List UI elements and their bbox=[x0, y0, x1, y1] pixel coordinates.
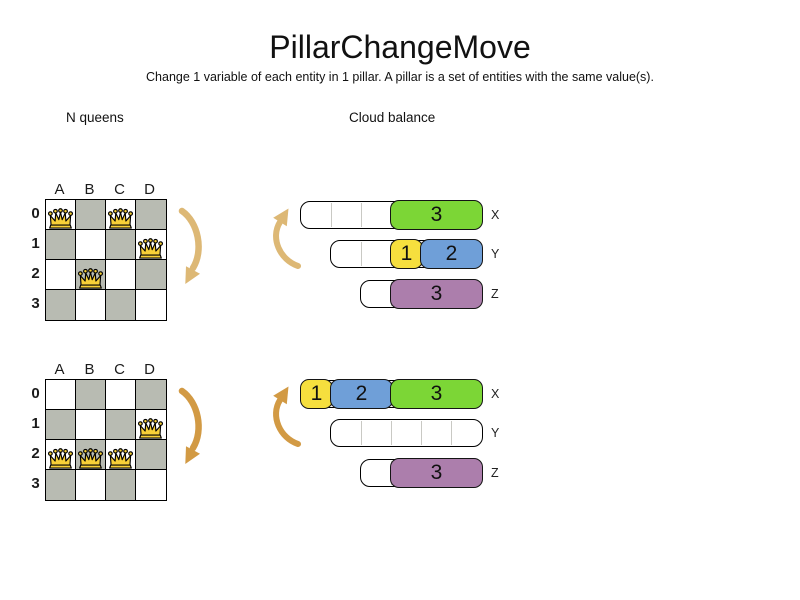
chessboard-grid bbox=[45, 199, 167, 321]
board-cell-A0 bbox=[46, 380, 76, 410]
board-cell-B2 bbox=[76, 260, 106, 290]
cloud-move-arrow-icon bbox=[273, 386, 301, 447]
board-row-header: 1 bbox=[31, 235, 40, 252]
board-cell-B1 bbox=[76, 410, 106, 440]
board-cell-A0 bbox=[46, 200, 76, 230]
slot-divider bbox=[361, 203, 362, 227]
slot-divider bbox=[391, 421, 392, 445]
board-cell-C2 bbox=[106, 260, 136, 290]
board-cell-A1 bbox=[46, 230, 76, 260]
board-cell-A3 bbox=[46, 470, 76, 500]
board-row-header: 0 bbox=[31, 205, 40, 222]
slot-divider bbox=[421, 421, 422, 445]
board-cell-B3 bbox=[76, 470, 106, 500]
board-cell-C1 bbox=[106, 410, 136, 440]
process-block-2: 2 bbox=[420, 239, 483, 269]
board-column-header: B bbox=[84, 181, 96, 198]
computer-label-Z: Z bbox=[491, 466, 499, 480]
computer-label-Y: Y bbox=[491, 247, 500, 261]
computer-label-Y: Y bbox=[491, 426, 500, 440]
board-cell-D3 bbox=[136, 470, 166, 500]
board-row-header: 3 bbox=[31, 295, 40, 312]
board-row-header: 1 bbox=[31, 415, 40, 432]
board-cell-D3 bbox=[136, 290, 166, 320]
process-block-3: 3 bbox=[390, 279, 483, 309]
section-label-cloud-balance: Cloud balance bbox=[349, 110, 436, 125]
board-row-header: 0 bbox=[31, 385, 40, 402]
board-move-arrow-icon bbox=[178, 207, 202, 284]
process-block-3: 3 bbox=[390, 458, 483, 488]
board-cell-D1 bbox=[136, 230, 166, 260]
nqueens-board-after: A B C D 0 1 2 3 bbox=[28, 361, 168, 501]
board-cell-D1 bbox=[136, 410, 166, 440]
board-row-header: 2 bbox=[31, 265, 40, 282]
board-cell-D2 bbox=[136, 260, 166, 290]
board-column-header: D bbox=[144, 361, 156, 378]
board-cell-B0 bbox=[76, 200, 106, 230]
board-cell-C0 bbox=[106, 380, 136, 410]
board-move-arrow-icon bbox=[178, 387, 202, 464]
slot-divider bbox=[451, 421, 452, 445]
board-cell-C3 bbox=[106, 470, 136, 500]
cloud-move-arrow-icon bbox=[273, 208, 301, 269]
board-column-header: D bbox=[144, 181, 156, 198]
computer-label-X: X bbox=[491, 387, 500, 401]
board-row-header: 2 bbox=[31, 445, 40, 462]
process-block-3: 3 bbox=[390, 379, 483, 409]
board-cell-A2 bbox=[46, 440, 76, 470]
board-cell-A1 bbox=[46, 410, 76, 440]
board-cell-C2 bbox=[106, 440, 136, 470]
board-column-header: A bbox=[54, 181, 66, 198]
computer-bar-Y bbox=[330, 419, 483, 447]
board-cell-D0 bbox=[136, 380, 166, 410]
board-cell-D2 bbox=[136, 440, 166, 470]
process-block-3: 3 bbox=[390, 200, 483, 230]
board-cell-A2 bbox=[46, 260, 76, 290]
computer-label-X: X bbox=[491, 208, 500, 222]
board-cell-B3 bbox=[76, 290, 106, 320]
slot-divider bbox=[361, 421, 362, 445]
process-block-1: 1 bbox=[390, 239, 423, 269]
board-column-header: C bbox=[114, 181, 126, 198]
board-cell-C1 bbox=[106, 230, 136, 260]
page-subtitle: Change 1 variable of each entity in 1 pi… bbox=[146, 70, 654, 84]
slot-divider bbox=[331, 203, 332, 227]
board-cell-C3 bbox=[106, 290, 136, 320]
section-label-nqueens: N queens bbox=[66, 110, 124, 125]
board-cell-C0 bbox=[106, 200, 136, 230]
board-column-header: A bbox=[54, 361, 66, 378]
board-cell-B1 bbox=[76, 230, 106, 260]
process-block-2: 2 bbox=[330, 379, 393, 409]
chessboard-grid bbox=[45, 379, 167, 501]
board-column-header: C bbox=[114, 361, 126, 378]
process-block-1: 1 bbox=[300, 379, 333, 409]
board-cell-D0 bbox=[136, 200, 166, 230]
computer-label-Z: Z bbox=[491, 287, 499, 301]
page-title: PillarChangeMove bbox=[269, 29, 531, 65]
board-row-header: 3 bbox=[31, 475, 40, 492]
board-cell-B0 bbox=[76, 380, 106, 410]
slot-divider bbox=[361, 242, 362, 266]
board-cell-B2 bbox=[76, 440, 106, 470]
nqueens-board-before: A B C D 0 1 2 3 bbox=[28, 181, 168, 321]
board-cell-A3 bbox=[46, 290, 76, 320]
board-column-header: B bbox=[84, 361, 96, 378]
